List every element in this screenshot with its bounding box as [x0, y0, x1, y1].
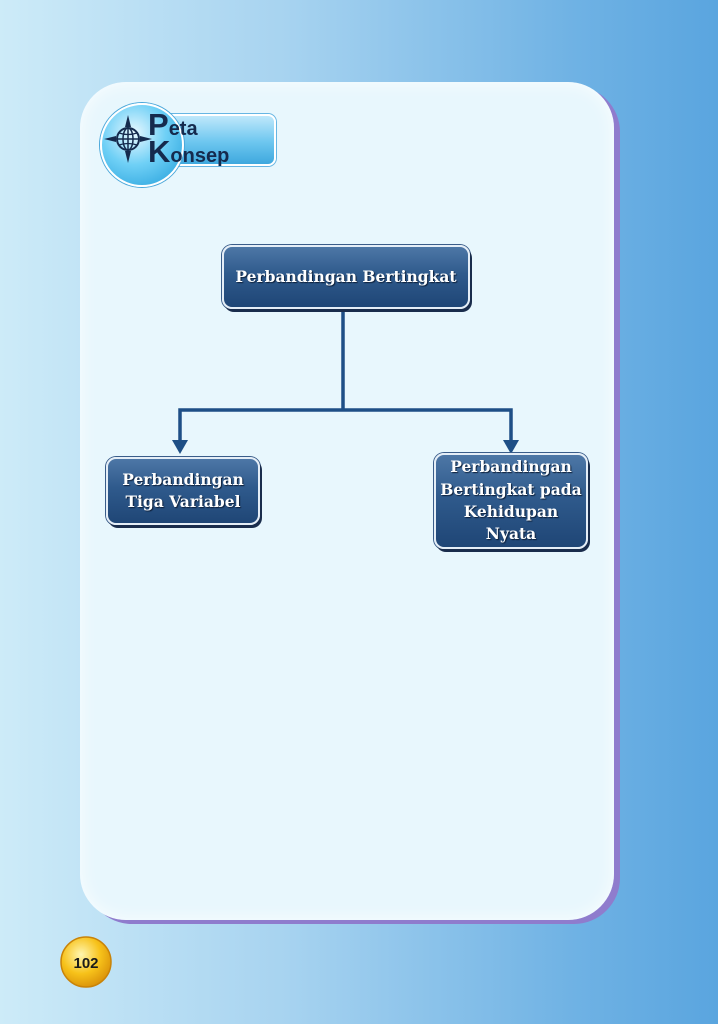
logo-rest-eta: eta: [168, 118, 198, 140]
logo-cap-p: P: [148, 107, 169, 142]
arrowhead-right: [503, 440, 519, 454]
globe-compass-icon: [104, 115, 152, 163]
logo-rest-onsep: onsep: [170, 145, 230, 167]
arrowhead-left: [172, 440, 188, 454]
node-child-left: Perbandingan Tiga Variabel: [106, 457, 260, 525]
logo-word-peta: Peta: [148, 109, 198, 140]
logo-cap-k: K: [148, 134, 171, 169]
node-root: Perbandingan Bertingkat: [222, 245, 470, 309]
peta-konsep-logo: Peta Konsep: [100, 103, 280, 187]
logo-circle: [100, 103, 184, 187]
node-child-right: Perbandingan Bertingkat pada Kehidupan N…: [434, 453, 588, 549]
logo-word-konsep: Konsep: [148, 136, 229, 167]
page-number-badge: 102: [60, 936, 112, 988]
connector-branches: [178, 408, 513, 441]
page-number: 102: [73, 955, 98, 972]
